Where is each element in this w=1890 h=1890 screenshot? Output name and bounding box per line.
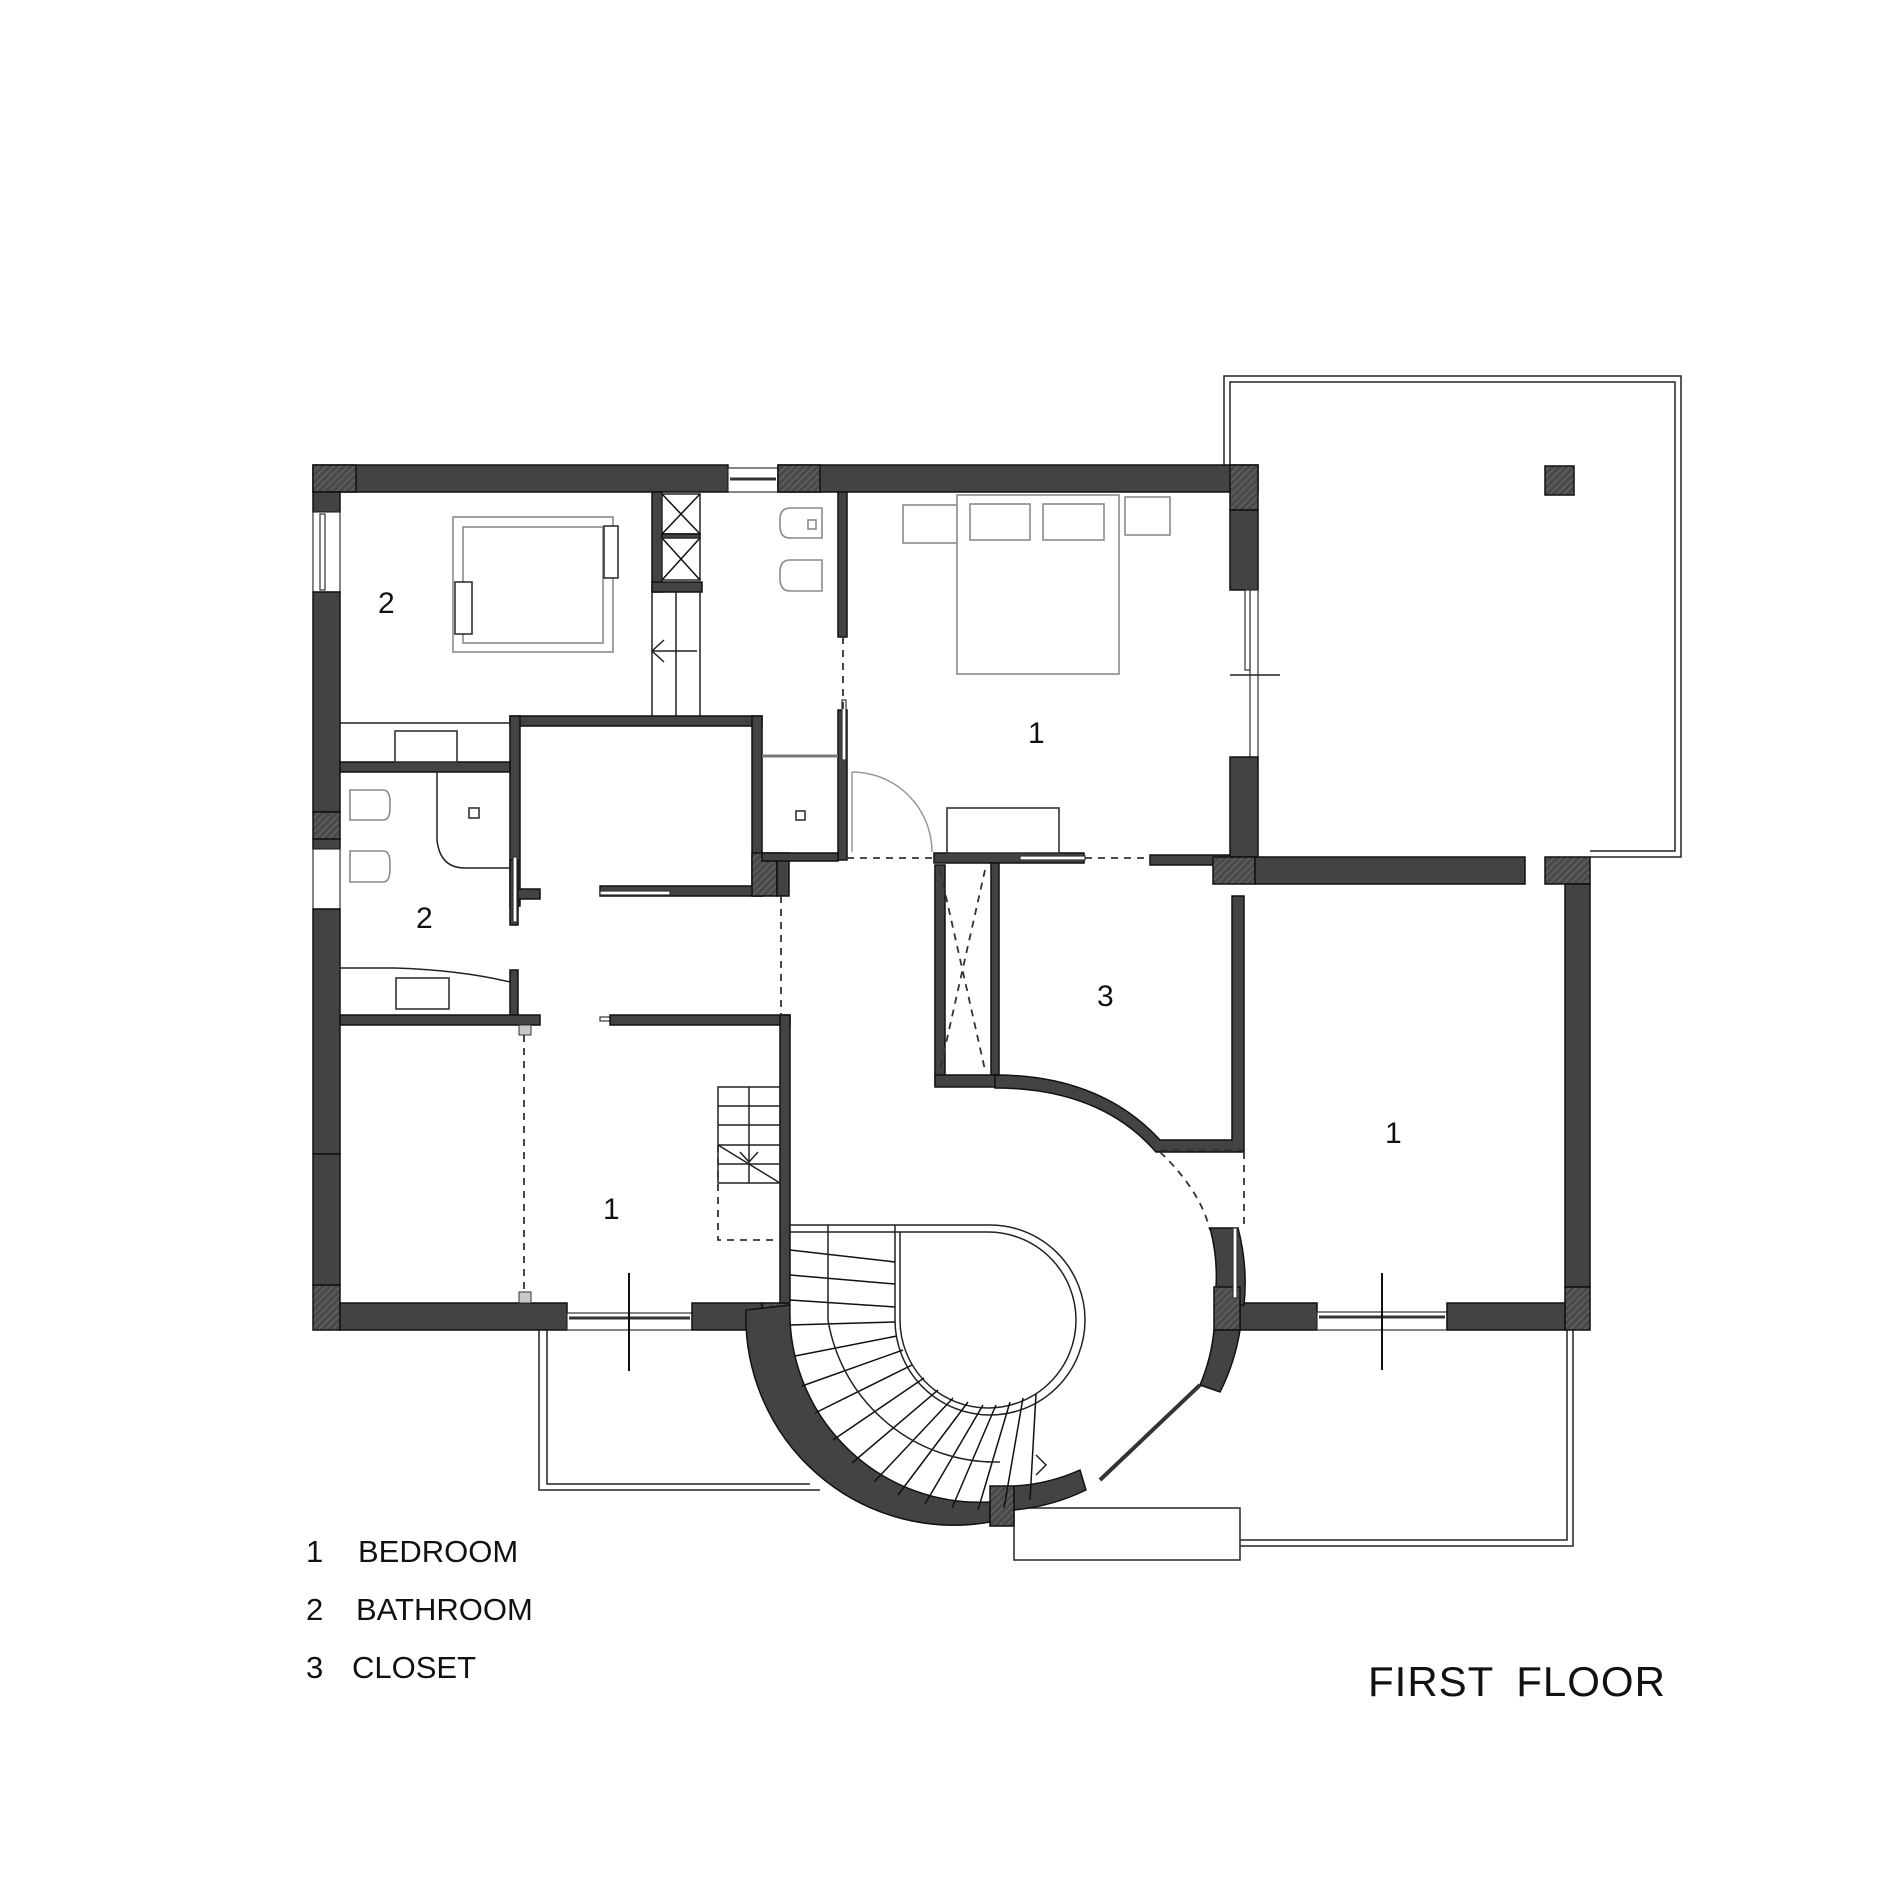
legend-label: CLOSET — [352, 1650, 477, 1685]
room-number-closet: 3 — [1097, 980, 1114, 1013]
small-stair — [717, 1086, 781, 1241]
room-number-bedroom-master: 1 — [1028, 717, 1045, 750]
room-number-bathroom-mid: 2 — [416, 902, 433, 935]
legend-number: 2 — [306, 1592, 324, 1627]
column-icon — [1544, 465, 1575, 496]
bathroom-vanities — [340, 722, 511, 1010]
balcony-bottom-right — [1013, 1330, 1574, 1561]
floor-title: FIRST FLOOR — [1368, 1658, 1666, 1705]
room-number-bedroom-right: 1 — [1385, 1117, 1402, 1150]
bathtub — [452, 516, 619, 653]
room-number-bathroom-top: 2 — [378, 587, 395, 620]
interior-walls — [339, 491, 1245, 1304]
legend-label: BATHROOM — [356, 1592, 533, 1627]
legend-number: 3 — [306, 1650, 324, 1685]
spiral-staircase — [745, 1224, 1246, 1527]
toilets — [349, 507, 823, 883]
terrace-top-right — [1223, 375, 1682, 858]
master-bed — [851, 494, 1171, 854]
outer-walls — [312, 464, 1591, 1371]
legend-label: BEDROOM — [358, 1534, 519, 1569]
balcony-bottom-left — [538, 1330, 820, 1491]
room-number-bedroom-left: 1 — [603, 1193, 620, 1226]
legend-number: 1 — [306, 1534, 324, 1569]
